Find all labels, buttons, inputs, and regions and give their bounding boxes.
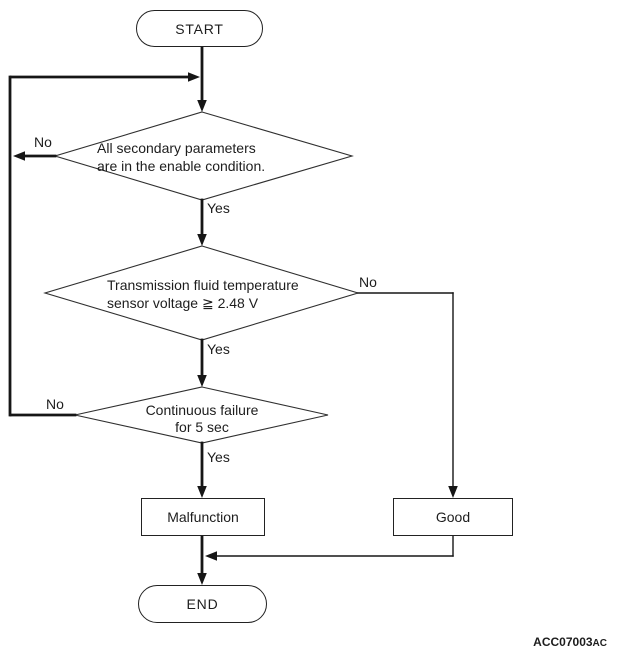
arrowhead-down-icon xyxy=(197,375,207,387)
arrowhead-down-icon xyxy=(197,573,207,585)
arrowhead-right-icon xyxy=(188,72,200,82)
edge-label-yes-1: Yes xyxy=(207,200,230,216)
arrowhead-down-icon xyxy=(448,486,458,498)
start-label: START xyxy=(175,20,224,37)
decision-text-line: are in the enable condition. xyxy=(97,158,266,174)
arrowhead-down-icon xyxy=(197,234,207,246)
edge-label-yes-3: Yes xyxy=(207,449,230,465)
decision-text-line: Transmission fluid temperature xyxy=(107,277,299,293)
decision-secondary-parameters-text: All secondary parameters are in the enab… xyxy=(97,139,309,175)
edge-label-no-2: No xyxy=(359,274,377,290)
decision-text-line: All secondary parameters xyxy=(97,140,256,156)
arrowhead-left-icon xyxy=(205,551,217,561)
end-node: END xyxy=(138,585,267,623)
decision-text-line: for 5 sec xyxy=(175,419,229,435)
decision-text-line: Continuous failure xyxy=(145,402,259,418)
figure-code: ACC07003AC xyxy=(533,633,607,651)
arrowhead-down-icon xyxy=(197,486,207,498)
malfunction-node: Malfunction xyxy=(141,498,265,536)
start-node: START xyxy=(136,10,263,47)
arrowhead-down-icon xyxy=(197,100,207,112)
arrowhead-left-icon xyxy=(13,151,25,161)
end-label: END xyxy=(186,596,219,612)
figure-code-main: ACC07003 xyxy=(533,635,593,649)
decision-sensor-voltage-text: Transmission fluid temperature sensor vo… xyxy=(107,276,319,312)
figure-code-suffix: AC xyxy=(592,638,607,649)
edge-label-no-3: No xyxy=(46,396,64,412)
decision-continuous-failure-text: Continuous failure for 5 sec xyxy=(102,402,302,436)
edge-label-yes-2: Yes xyxy=(207,341,230,357)
malfunction-label: Malfunction xyxy=(167,509,239,525)
good-node: Good xyxy=(393,498,513,536)
decision-text-line: sensor voltage ≧ 2.48 V xyxy=(107,295,259,311)
edge-label-no-1: No xyxy=(34,134,52,150)
good-label: Good xyxy=(435,509,471,525)
